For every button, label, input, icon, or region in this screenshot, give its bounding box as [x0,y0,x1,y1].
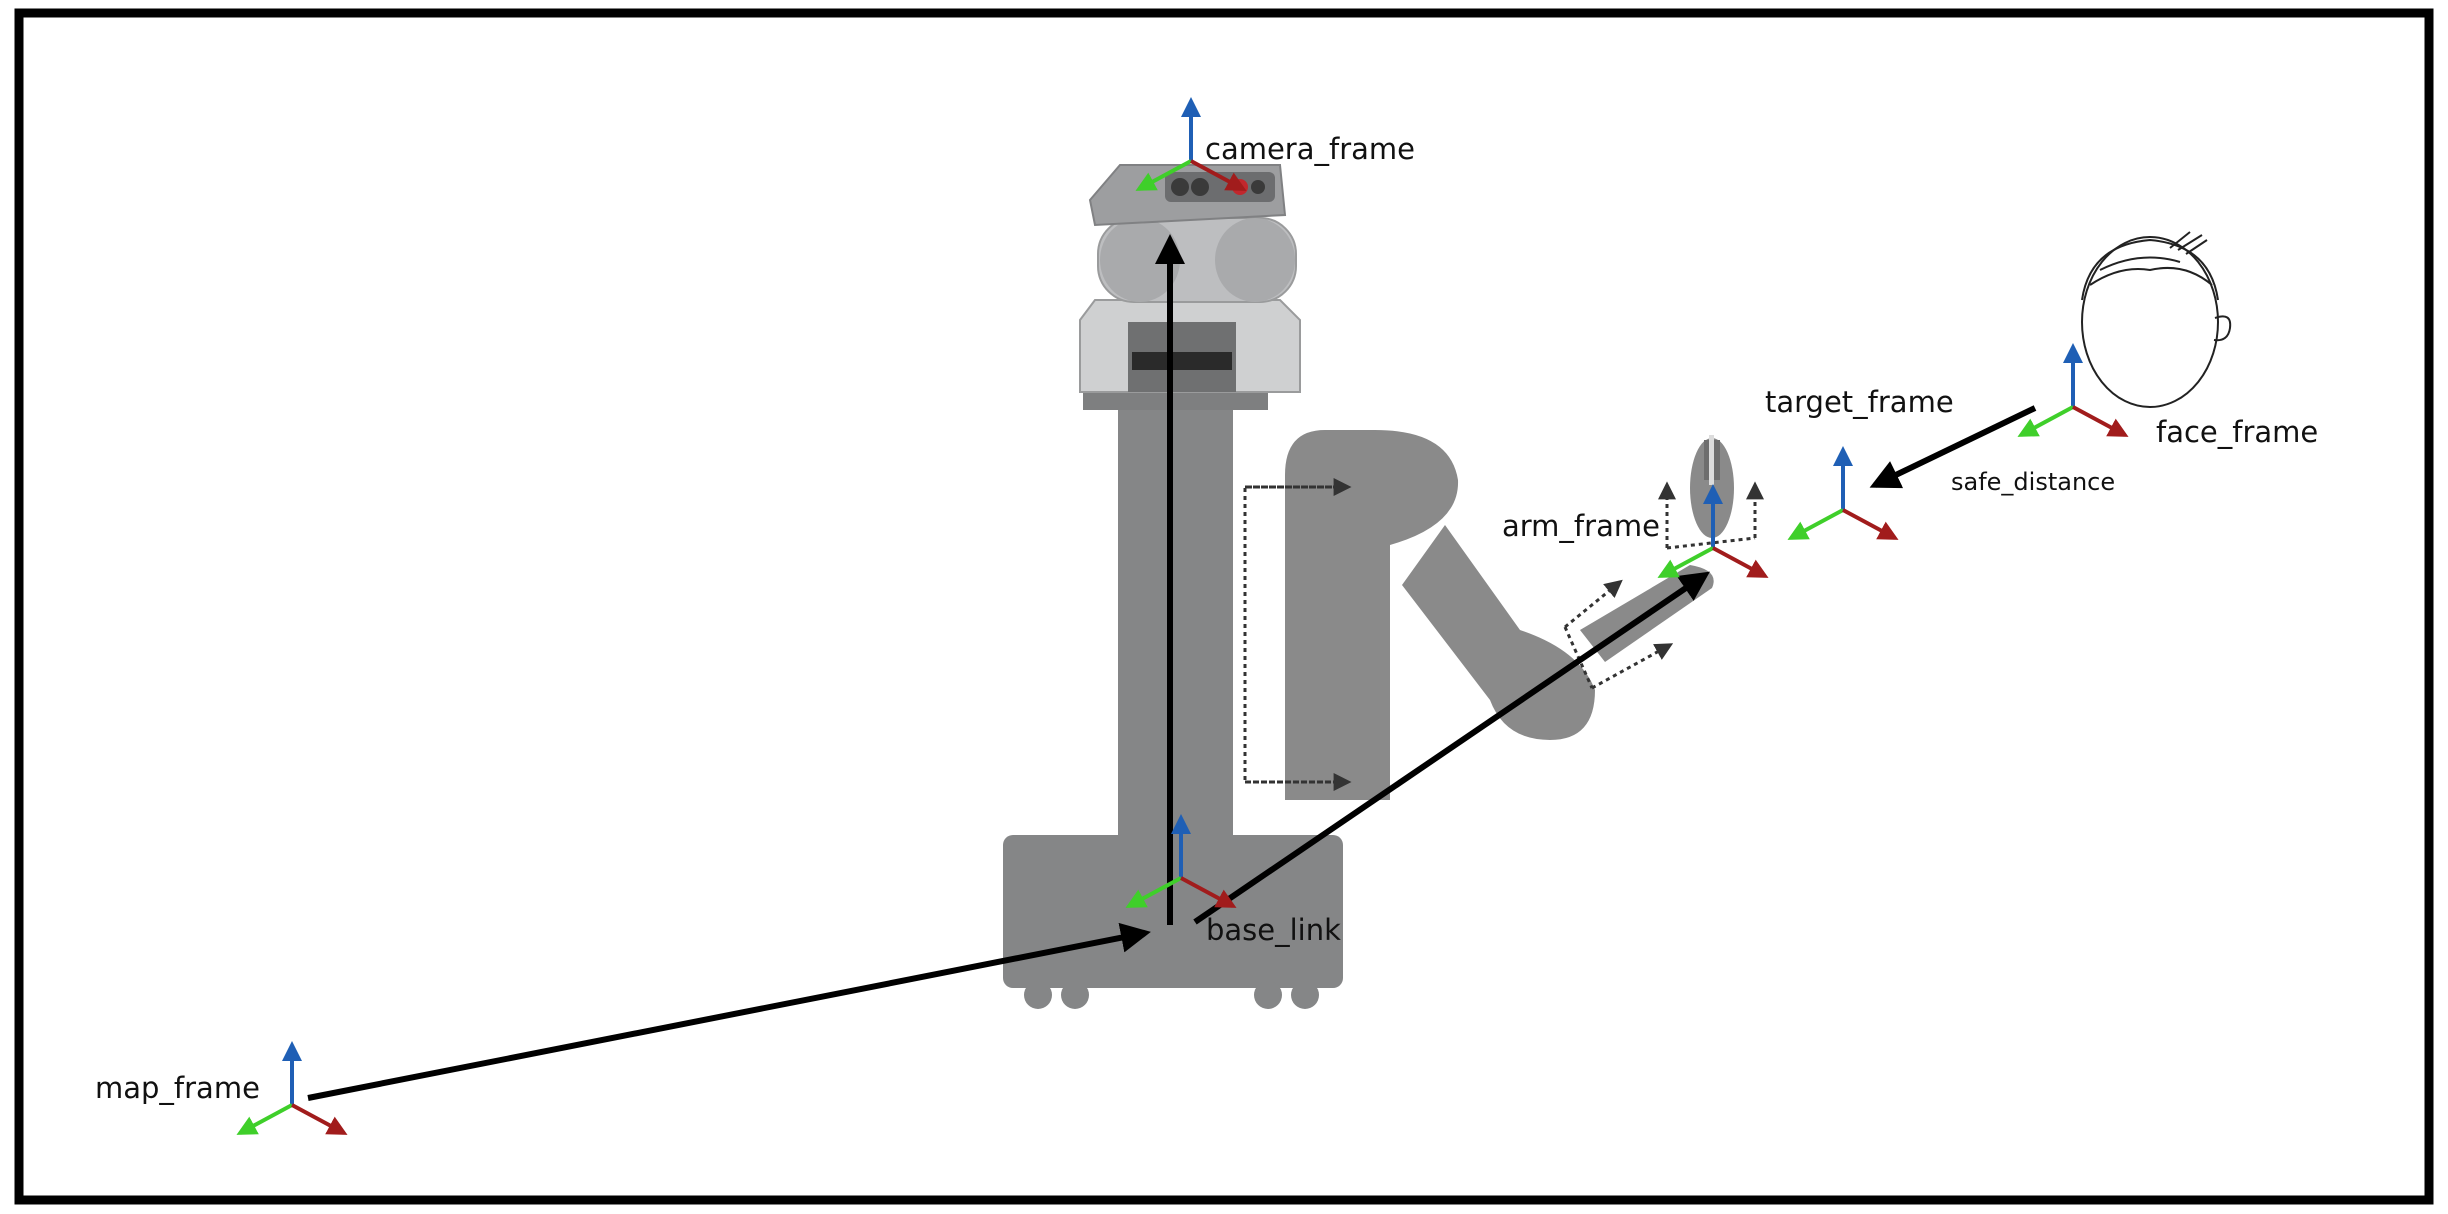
arrow-face-to-target [1869,405,2037,489]
target-frame-label: target_frame [1765,385,1954,419]
camera-frame-label: camera_frame [1205,132,1415,166]
safe-distance-label: safe_distance [1951,468,2115,496]
base-link-label: base_link [1206,913,1341,947]
arm-frame-label: arm_frame [1502,509,1660,543]
map-frame-label: map_frame [95,1071,260,1105]
arm-motion-indicators [1243,478,1764,791]
face-frame-label: face_frame [2156,415,2318,449]
arrow-base-to-arm [1193,571,1710,925]
transform-arrows [307,234,2037,1101]
arrow-map-to-base [307,922,1151,1101]
human-head-icon [2081,231,2232,408]
